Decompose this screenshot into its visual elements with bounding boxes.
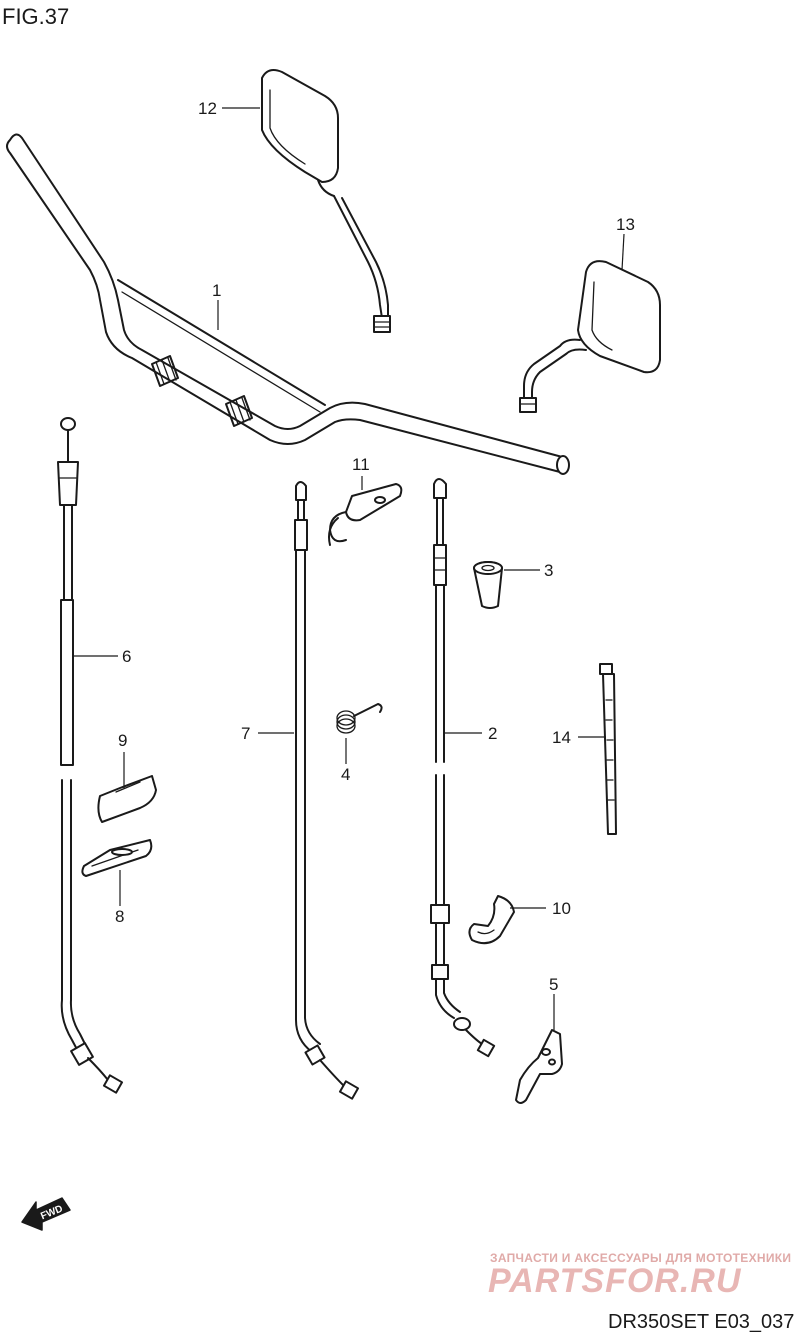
callout-14: 14 <box>552 728 571 747</box>
figure-code: DR350SET E03_037 <box>608 1311 794 1333</box>
callout-11: 11 <box>352 455 370 474</box>
callout-9: 9 <box>118 731 127 750</box>
callout-1: 1 <box>212 281 221 300</box>
watermark-brand: PARTSFOR.RU <box>488 1262 742 1300</box>
clamp-8-drawing <box>81 839 153 877</box>
guide-10-drawing <box>468 895 515 945</box>
grommet-3-drawing <box>473 561 503 609</box>
leader-lines <box>72 107 625 1030</box>
left-mirror-drawing <box>261 69 391 333</box>
watermark-tagline: ЗАПЧАСТИ И АКСЕССУАРЫ ДЛЯ МОТОТЕХНИКИ <box>490 1251 791 1265</box>
holder-5-drawing <box>515 1029 563 1104</box>
spring-4-drawing <box>336 703 383 734</box>
callout-6: 6 <box>122 647 131 666</box>
callout-10: 10 <box>552 899 571 918</box>
cable-6-drawing <box>57 417 124 1094</box>
fwd-arrow-icon: FWD <box>21 1197 71 1231</box>
right-mirror-drawing <box>519 260 661 413</box>
handlebar-drawing <box>6 133 570 475</box>
callout-2: 2 <box>488 724 497 743</box>
callout-4: 4 <box>341 765 350 784</box>
callout-7: 7 <box>241 724 250 743</box>
cable-2-drawing <box>430 478 496 1058</box>
callout-8: 8 <box>115 907 124 926</box>
bracket-11-drawing <box>328 483 403 546</box>
tie-14-drawing <box>599 663 617 835</box>
clamp-9-drawing <box>97 775 157 823</box>
cable-7-drawing <box>294 481 360 1100</box>
callout-3: 3 <box>544 561 553 580</box>
callout-5: 5 <box>549 975 558 994</box>
figure-title: FIG.37 <box>2 4 69 29</box>
callout-13: 13 <box>616 215 635 234</box>
callout-12: 12 <box>198 99 217 118</box>
